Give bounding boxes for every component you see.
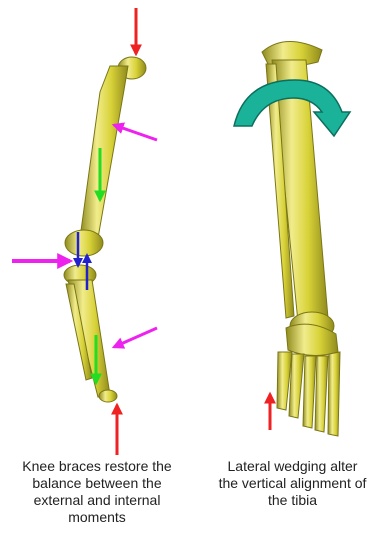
caption-lateral-wedging: Lateral wedging alter the vertical align… [200,458,385,509]
lower-magenta-arrow [114,328,157,347]
foot [277,324,340,436]
caption-knee-brace: Knee braces restore the balance between … [2,458,192,526]
left-leg-model [12,8,157,455]
femur [65,57,146,256]
right-leg-model [234,41,350,436]
tibia-fibula [64,265,117,402]
biomechanics-diagram [0,0,385,455]
upper-magenta-arrow [114,125,157,140]
